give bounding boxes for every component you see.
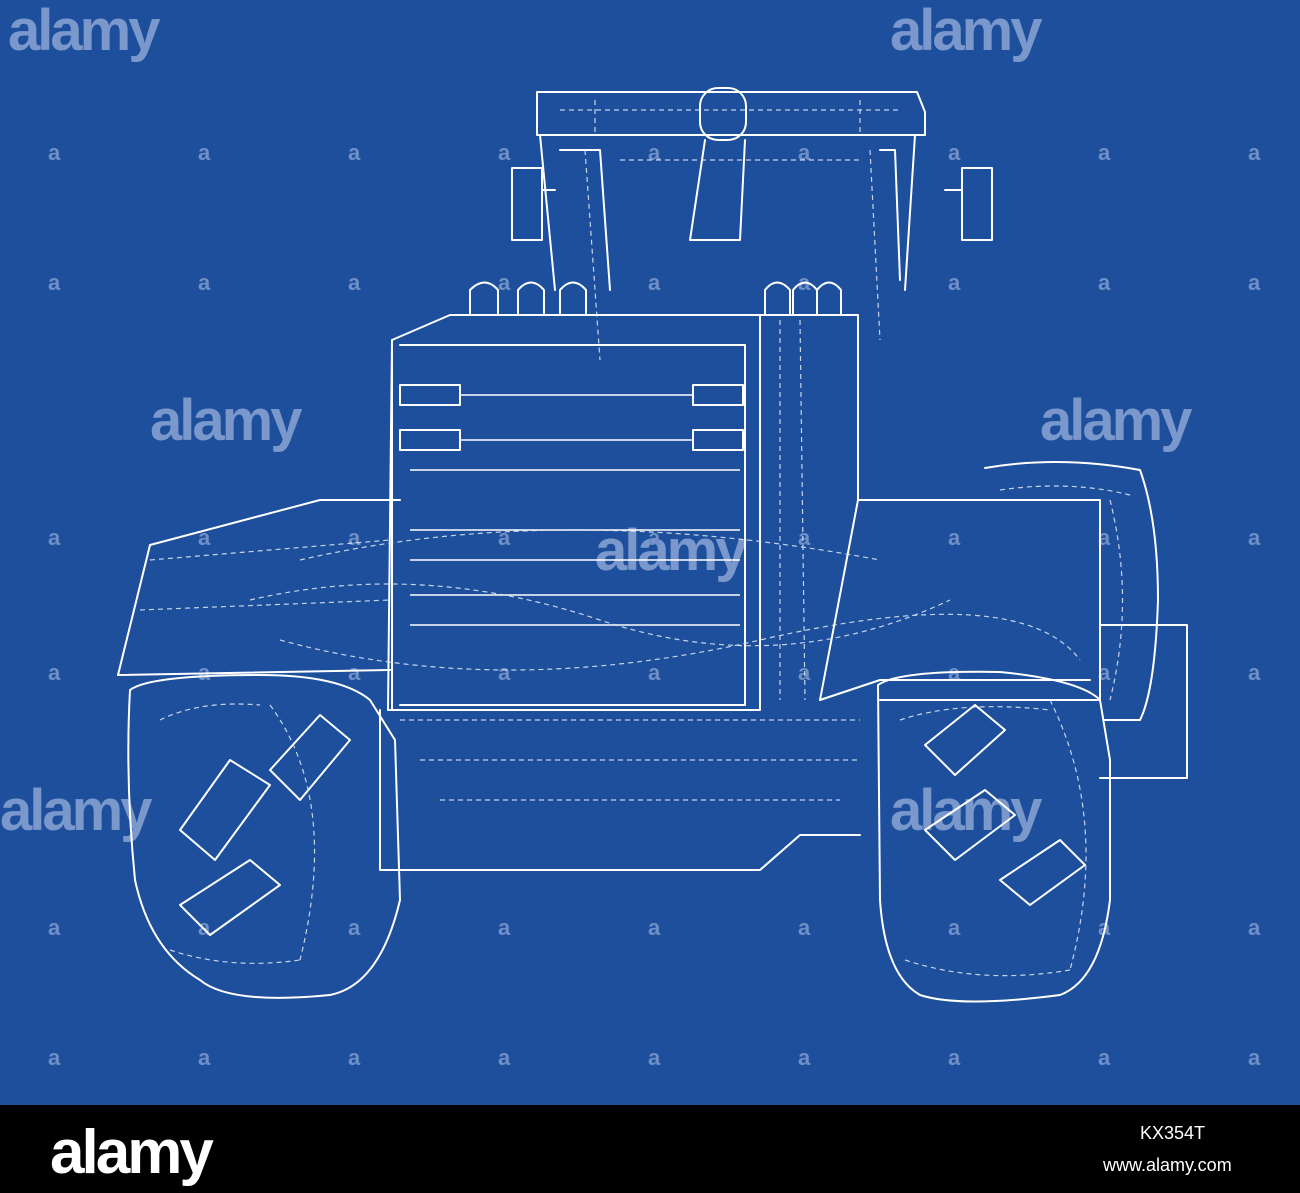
watermark-glyph: a <box>1248 1045 1261 1070</box>
watermark-glyph: a <box>648 140 661 165</box>
watermark-glyph: a <box>348 660 361 685</box>
watermark-glyph: a <box>498 915 511 940</box>
watermark-word: alamy <box>890 0 1042 63</box>
watermark-glyph: a <box>348 1045 361 1070</box>
watermark-glyph: a <box>948 525 961 550</box>
watermark-glyph: a <box>1248 270 1261 295</box>
tractor-wireframe-drawing: alamy alamy alamy alamy alamy alamy alam… <box>0 0 1261 1070</box>
watermark-glyph: a <box>948 915 961 940</box>
watermark-glyph: a <box>498 1045 511 1070</box>
footer-bar: alamy KX354T www.alamy.com <box>0 1105 1300 1193</box>
watermark-glyph: a <box>48 1045 61 1070</box>
watermark-glyph: a <box>198 915 211 940</box>
watermark-glyph: a <box>1098 1045 1111 1070</box>
watermark-glyph: a <box>798 140 811 165</box>
watermark-glyph: a <box>798 915 811 940</box>
watermark-glyph: a <box>48 915 61 940</box>
watermark-glyph: a <box>48 140 61 165</box>
watermark-glyph: a <box>498 270 511 295</box>
watermark-glyph: a <box>1098 660 1111 685</box>
tractor <box>117 87 1188 1003</box>
watermark-word: alamy <box>890 778 1042 843</box>
watermark-glyph: a <box>648 270 661 295</box>
watermark-glyph: a <box>48 270 61 295</box>
image-id: KX354T <box>1140 1123 1206 1143</box>
watermark-glyph: a <box>498 525 511 550</box>
site-url: www.alamy.com <box>1103 1155 1232 1175</box>
watermark-glyph: a <box>1098 140 1111 165</box>
watermark-glyph: a <box>648 660 661 685</box>
footer-logo: alamy <box>50 1118 214 1187</box>
watermark-glyph: a <box>348 525 361 550</box>
watermark-glyph: a <box>348 270 361 295</box>
watermark-glyph: a <box>1248 915 1261 940</box>
watermark-word: alamy <box>150 388 302 453</box>
watermark-glyph: a <box>48 525 61 550</box>
watermark-glyph: a <box>1098 525 1111 550</box>
watermark-glyph: a <box>798 1045 811 1070</box>
watermark-word: alamy <box>595 518 747 583</box>
watermark-glyph: a <box>798 525 811 550</box>
watermark-word: alamy <box>1040 388 1192 453</box>
watermark-glyph: a <box>498 660 511 685</box>
watermark-glyph: a <box>1248 140 1261 165</box>
watermark-glyph: a <box>648 1045 661 1070</box>
watermark-glyph: a <box>948 140 961 165</box>
watermark-glyph: a <box>198 1045 211 1070</box>
watermark-glyph: a <box>1098 270 1111 295</box>
watermark-glyph: a <box>1248 660 1261 685</box>
watermark-glyph: a <box>648 915 661 940</box>
watermark-glyph: a <box>198 140 211 165</box>
watermark-glyph: a <box>348 140 361 165</box>
watermark-glyph: a <box>948 270 961 295</box>
watermark-glyph: a <box>498 140 511 165</box>
watermark-glyph: a <box>648 525 661 550</box>
watermark-word: alamy <box>8 0 160 63</box>
watermark-glyph: a <box>348 915 361 940</box>
watermark-glyph: a <box>198 270 211 295</box>
watermark-glyph: a <box>48 660 61 685</box>
watermark-glyph: a <box>948 1045 961 1070</box>
watermark-glyph: a <box>1248 525 1261 550</box>
